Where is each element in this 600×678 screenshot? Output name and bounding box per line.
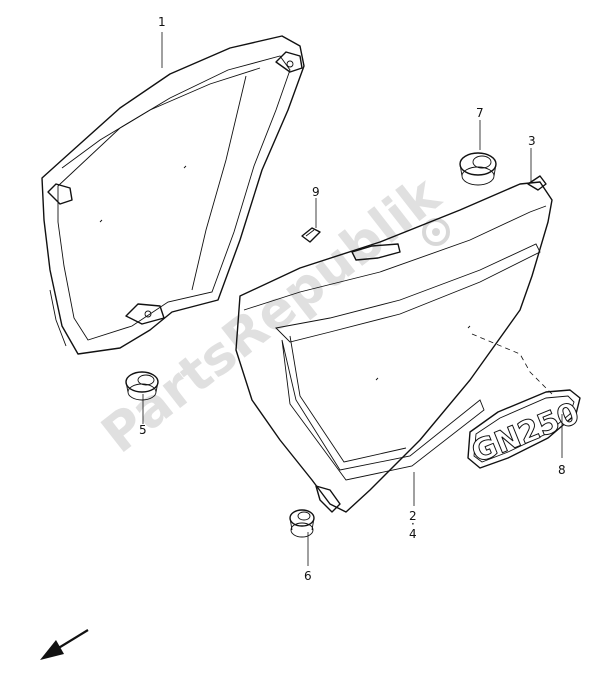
part-5-grommet[interactable] [125,371,159,401]
part-8-emblem[interactable]: GN250 [466,389,585,471]
leader-lines [142,32,563,566]
callout-3: 3 [528,134,536,148]
part-9-clip[interactable] [301,227,321,243]
part-3-right-cover[interactable] [235,175,553,513]
callout-8: 8 [558,463,566,477]
callout-7: 7 [476,106,484,120]
callout-4: 4 [409,527,417,541]
callout-6: 6 [304,569,312,583]
front-direction-arrow-icon [40,629,89,660]
callout-9: 9 [312,185,320,199]
part-6-grommet[interactable] [289,509,315,538]
callout-2-4-separator: · [411,517,415,531]
callout-1: 1 [158,15,166,29]
callout-labels: 1 3 7 9 5 2 · 4 6 8 [139,15,566,583]
callout-5: 5 [139,423,147,437]
part-7-grommet[interactable] [459,152,497,186]
callout-2: 2 [409,509,417,523]
part-1-left-cover[interactable] [41,35,305,355]
